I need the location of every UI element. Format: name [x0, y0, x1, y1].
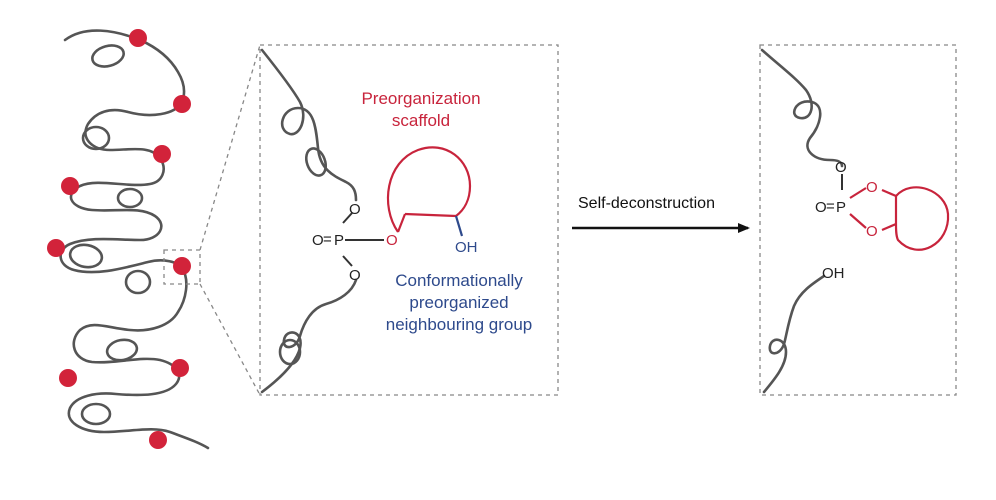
neighbour-label-line-2: preorganized: [409, 293, 509, 313]
bead: [129, 29, 147, 47]
atom-o-double: O: [312, 232, 324, 249]
neighbouring-group-beads: [47, 29, 191, 449]
atom-o-ring-upper: O: [866, 179, 878, 196]
atom-o-lower: O: [349, 267, 361, 284]
scaffold-label-line-2: scaffold: [391, 111, 451, 131]
phosphate-backbone: [260, 48, 358, 394]
detail-panel-frame: [259, 44, 559, 396]
atom-o-ester-right: O: [835, 159, 847, 176]
hydroxyl-group-mid: OH: [455, 239, 478, 256]
atom-p-mid: P: [334, 232, 345, 249]
bead: [47, 239, 65, 257]
atom-p-right: P: [836, 199, 847, 216]
bead: [59, 369, 77, 387]
product-chains: [760, 48, 844, 394]
neighbour-label-line-3: neighbouring group: [385, 315, 533, 335]
bead: [153, 145, 171, 163]
hydroxyl-group-right: OH: [822, 265, 845, 282]
atom-o-ester: O: [386, 232, 398, 249]
zoom-region-box: [163, 249, 201, 285]
bead: [171, 359, 189, 377]
bead: [149, 431, 167, 449]
bead: [173, 257, 191, 275]
double-bond-mid: =: [323, 231, 332, 248]
reaction-label: Self-deconstruction: [578, 195, 715, 212]
phosphate-bonds: [342, 212, 384, 267]
zoom-indicator: [163, 44, 261, 396]
atom-o-ring-lower: O: [866, 223, 878, 240]
product-panel-frame: [759, 44, 957, 396]
bead: [173, 95, 191, 113]
neighbouring-group-label: Conformationally preorganized neighbouri…: [364, 270, 554, 336]
hydroxyl-bond: [454, 215, 464, 237]
polymer-coil: [59, 29, 210, 450]
double-bond-right: =: [826, 198, 835, 215]
atom-o-upper: O: [349, 201, 361, 218]
neighbour-label-line-1: Conformationally: [395, 271, 523, 290]
scaffold-label: Preorganization scaffold: [326, 88, 516, 132]
scaffold-ring: [386, 146, 472, 233]
cyclic-phosphate: [849, 186, 950, 251]
scaffold-label-line-1: Preorganization: [361, 89, 481, 108]
atom-o-double-right: O: [815, 199, 827, 216]
bead: [61, 177, 79, 195]
